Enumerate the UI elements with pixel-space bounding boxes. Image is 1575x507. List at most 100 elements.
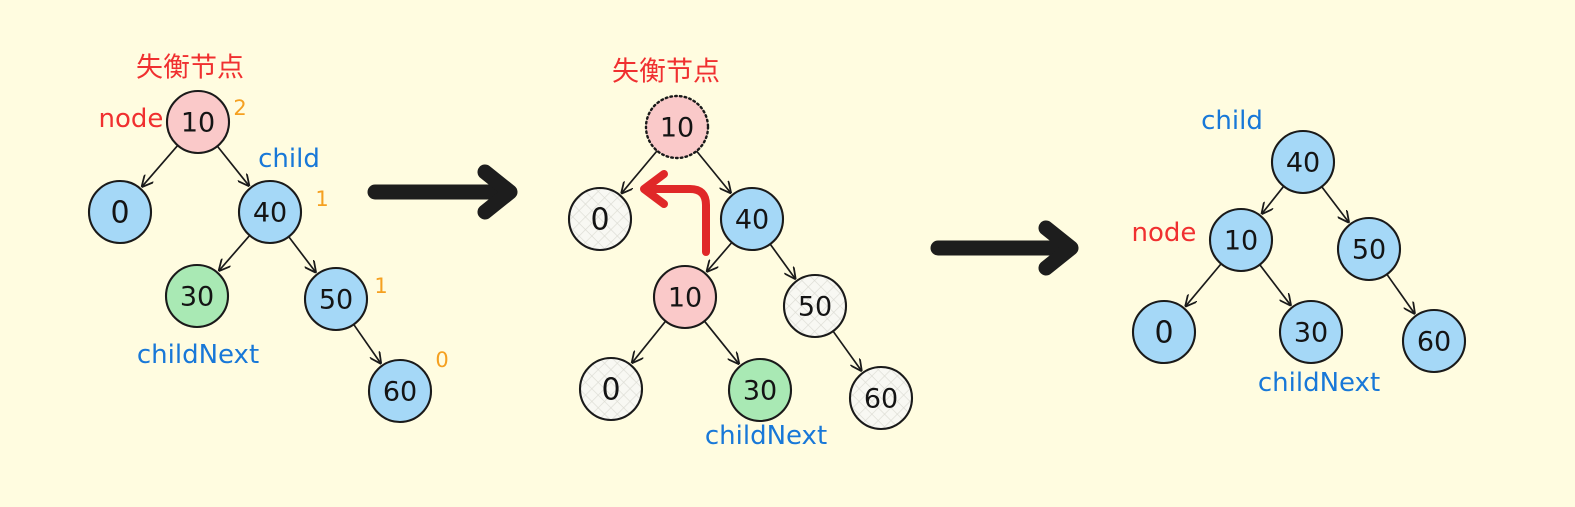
node-value: 40 <box>253 198 287 229</box>
node-circle <box>578 356 644 422</box>
tree-edge <box>707 240 734 271</box>
tree-edge <box>215 144 249 186</box>
node-circle <box>1208 207 1274 273</box>
node-circle <box>652 264 718 330</box>
node-value: 0 <box>590 203 609 238</box>
node-value: 10 <box>181 108 215 139</box>
node-value: 10 <box>668 283 702 314</box>
node-value: 60 <box>864 384 898 415</box>
panel-during: 10 0 40 10 50 0 30 60 失衡节点 childNext <box>567 57 914 451</box>
tree-edge <box>1257 262 1291 305</box>
tree-edge <box>622 148 660 193</box>
variable-tag-child: child <box>258 144 320 174</box>
node-circle <box>237 179 303 245</box>
variable-tag-node: node <box>1132 218 1197 248</box>
tree-edge <box>351 322 381 363</box>
node-circle <box>165 89 231 155</box>
tree-edge <box>219 233 252 270</box>
node-circle <box>1131 299 1197 365</box>
tree-edge <box>1186 261 1224 306</box>
tree-edge <box>1319 184 1349 222</box>
tree-node[interactable]: 60 0 <box>367 348 449 424</box>
variable-tag-node: node <box>99 104 164 134</box>
node-value: 30 <box>1294 318 1328 349</box>
node-value: 60 <box>383 377 417 408</box>
tree-node[interactable]: 40 1 <box>237 179 329 245</box>
tree-edge <box>142 143 180 186</box>
node-value: 50 <box>798 292 832 323</box>
node-circle <box>782 273 848 339</box>
tree-edge <box>286 234 316 272</box>
tree-node[interactable]: 40 <box>719 186 785 252</box>
tree-node[interactable]: 10 <box>652 264 718 330</box>
variable-tag-childnext: childNext <box>1258 368 1380 398</box>
rotation-arrow-icon <box>640 170 710 256</box>
tree-node[interactable]: 10 <box>1208 207 1274 273</box>
tree-node[interactable]: 40 <box>1270 129 1336 195</box>
tree-edge <box>831 329 861 371</box>
node-circle <box>1270 129 1336 195</box>
node-value: 40 <box>735 205 769 236</box>
tree-edge <box>768 241 795 278</box>
tree-node[interactable]: 30 <box>164 263 230 329</box>
transition-arrow-2 <box>930 220 1079 276</box>
tree-edge <box>694 148 730 192</box>
node-circle <box>1401 308 1467 374</box>
node-value: 40 <box>1286 148 1320 179</box>
node-value: 0 <box>601 373 620 408</box>
node-circle <box>367 358 433 424</box>
tree-node[interactable]: 60 <box>848 365 914 431</box>
node-value: 60 <box>1417 327 1451 358</box>
tree-edge <box>1385 272 1415 314</box>
node-circle <box>727 357 793 423</box>
node-value: 30 <box>180 282 214 313</box>
variable-tag-childnext: childNext <box>137 340 259 370</box>
node-circle <box>848 365 914 431</box>
node-circle <box>1336 216 1402 282</box>
tree-node[interactable]: 10 <box>644 94 710 160</box>
tree-node[interactable]: 60 <box>1401 308 1467 374</box>
tree-node[interactable]: 30 <box>1278 299 1344 365</box>
edges-group <box>1186 184 1415 314</box>
node-circle <box>303 266 369 332</box>
node-circle <box>567 186 633 252</box>
node-value: 50 <box>1352 235 1386 266</box>
node-value: 0 <box>1154 316 1173 351</box>
node-circle <box>87 179 153 245</box>
node-value: 50 <box>319 285 353 316</box>
tree-node[interactable]: 0 <box>1131 299 1197 365</box>
tree-edge <box>632 319 668 363</box>
balance-factor-label: 0 <box>435 348 448 372</box>
variable-tag-child: child <box>1201 106 1263 136</box>
variable-tag-childnext: childNext <box>705 421 827 451</box>
node-circle <box>719 186 785 252</box>
node-value: 30 <box>743 376 777 407</box>
tree-node[interactable]: 0 <box>87 179 153 245</box>
node-circle <box>1278 299 1344 365</box>
panel-after: 40 10 50 0 30 60 child node childNext <box>1131 106 1467 398</box>
balance-factor-label: 2 <box>233 96 246 120</box>
edges-group <box>142 143 381 363</box>
tree-node[interactable]: 10 2 <box>165 89 247 155</box>
edges-group <box>622 148 861 371</box>
tree-node[interactable]: 50 <box>782 273 848 339</box>
node-circle <box>164 263 230 329</box>
node-value: 10 <box>660 113 694 144</box>
balance-factor-label: 1 <box>315 187 328 211</box>
balance-factor-label: 1 <box>374 274 387 298</box>
tree-edge <box>702 319 738 364</box>
tree-node[interactable]: 50 1 <box>303 266 388 332</box>
panels-layer: 10 2 0 40 1 30 50 1 60 0 失衡节点 node child childNext 10 0… <box>87 53 1467 451</box>
tree-node[interactable]: 30 <box>727 357 793 423</box>
transition-arrow-1 <box>367 164 518 220</box>
tree-node[interactable]: 0 <box>567 186 633 252</box>
transition-arrows-layer <box>367 164 1079 276</box>
unbalanced-node-caption: 失衡节点 <box>612 57 720 88</box>
tree-node[interactable]: 0 <box>578 356 644 422</box>
node-circle <box>644 94 710 160</box>
tree-node[interactable]: 50 <box>1336 216 1402 282</box>
